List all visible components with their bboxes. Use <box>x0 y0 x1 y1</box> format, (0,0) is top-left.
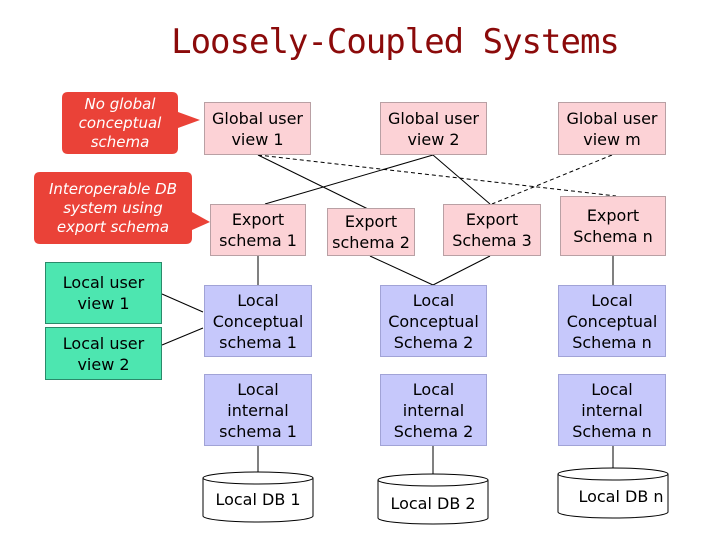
connector-g2-e3 <box>432 154 491 205</box>
callout-interoperable: Interoperable DB system using export sch… <box>48 179 178 236</box>
connector-view1-lcs1 <box>161 293 204 313</box>
connector-g2-e1 <box>264 154 434 205</box>
callout-interoperable-shape <box>34 172 210 244</box>
callout-no-global-shape <box>62 92 200 154</box>
export-schema-1: Export schema 1 <box>210 204 306 256</box>
local-user-view-2: Local user view 2 <box>45 327 162 380</box>
db-cylinder-1 <box>202 471 314 523</box>
diagram-title: Loosely-Coupled Systems <box>171 22 620 62</box>
db-cylinder-n <box>557 467 669 519</box>
connector-view2-lcs1 <box>161 327 204 346</box>
callout-no-global: No global conceptual schema <box>78 94 162 151</box>
local-conceptual-schema-2: Local Conceptual Schema 2 <box>380 285 487 357</box>
db-cylinder-2 <box>377 473 489 525</box>
connector-e3-lcs2 <box>432 255 491 286</box>
global-user-view-2: Global user view 2 <box>380 102 487 155</box>
local-user-view-1: Local user view 1 <box>45 262 162 324</box>
local-internal-schema-1: Local internal schema 1 <box>204 374 312 446</box>
connector-g1-en-dashed <box>257 154 617 197</box>
local-db-n-label: Local DB n <box>578 487 664 506</box>
local-internal-schema-n: Local internal Schema n <box>558 374 666 446</box>
export-schema-n: Export Schema n <box>560 196 666 256</box>
export-schema-2: Export schema 2 <box>327 208 415 256</box>
local-internal-schema-2: Local internal Schema 2 <box>380 374 487 446</box>
local-db-1-label: Local DB 1 <box>215 490 301 509</box>
global-user-view-1: Global user view 1 <box>204 102 311 155</box>
connector-e2-lcs2 <box>369 255 434 286</box>
local-conceptual-schema-1: Local Conceptual schema 1 <box>204 285 312 357</box>
connector-gm-e3-dashed <box>491 154 613 205</box>
export-schema-3: Export Schema 3 <box>443 204 541 256</box>
local-conceptual-schema-n: Local Conceptual Schema n <box>558 285 666 357</box>
local-db-2-label: Local DB 2 <box>390 494 476 513</box>
connector-g1-e2 <box>257 154 371 211</box>
global-user-view-m: Global user view m <box>558 102 666 155</box>
